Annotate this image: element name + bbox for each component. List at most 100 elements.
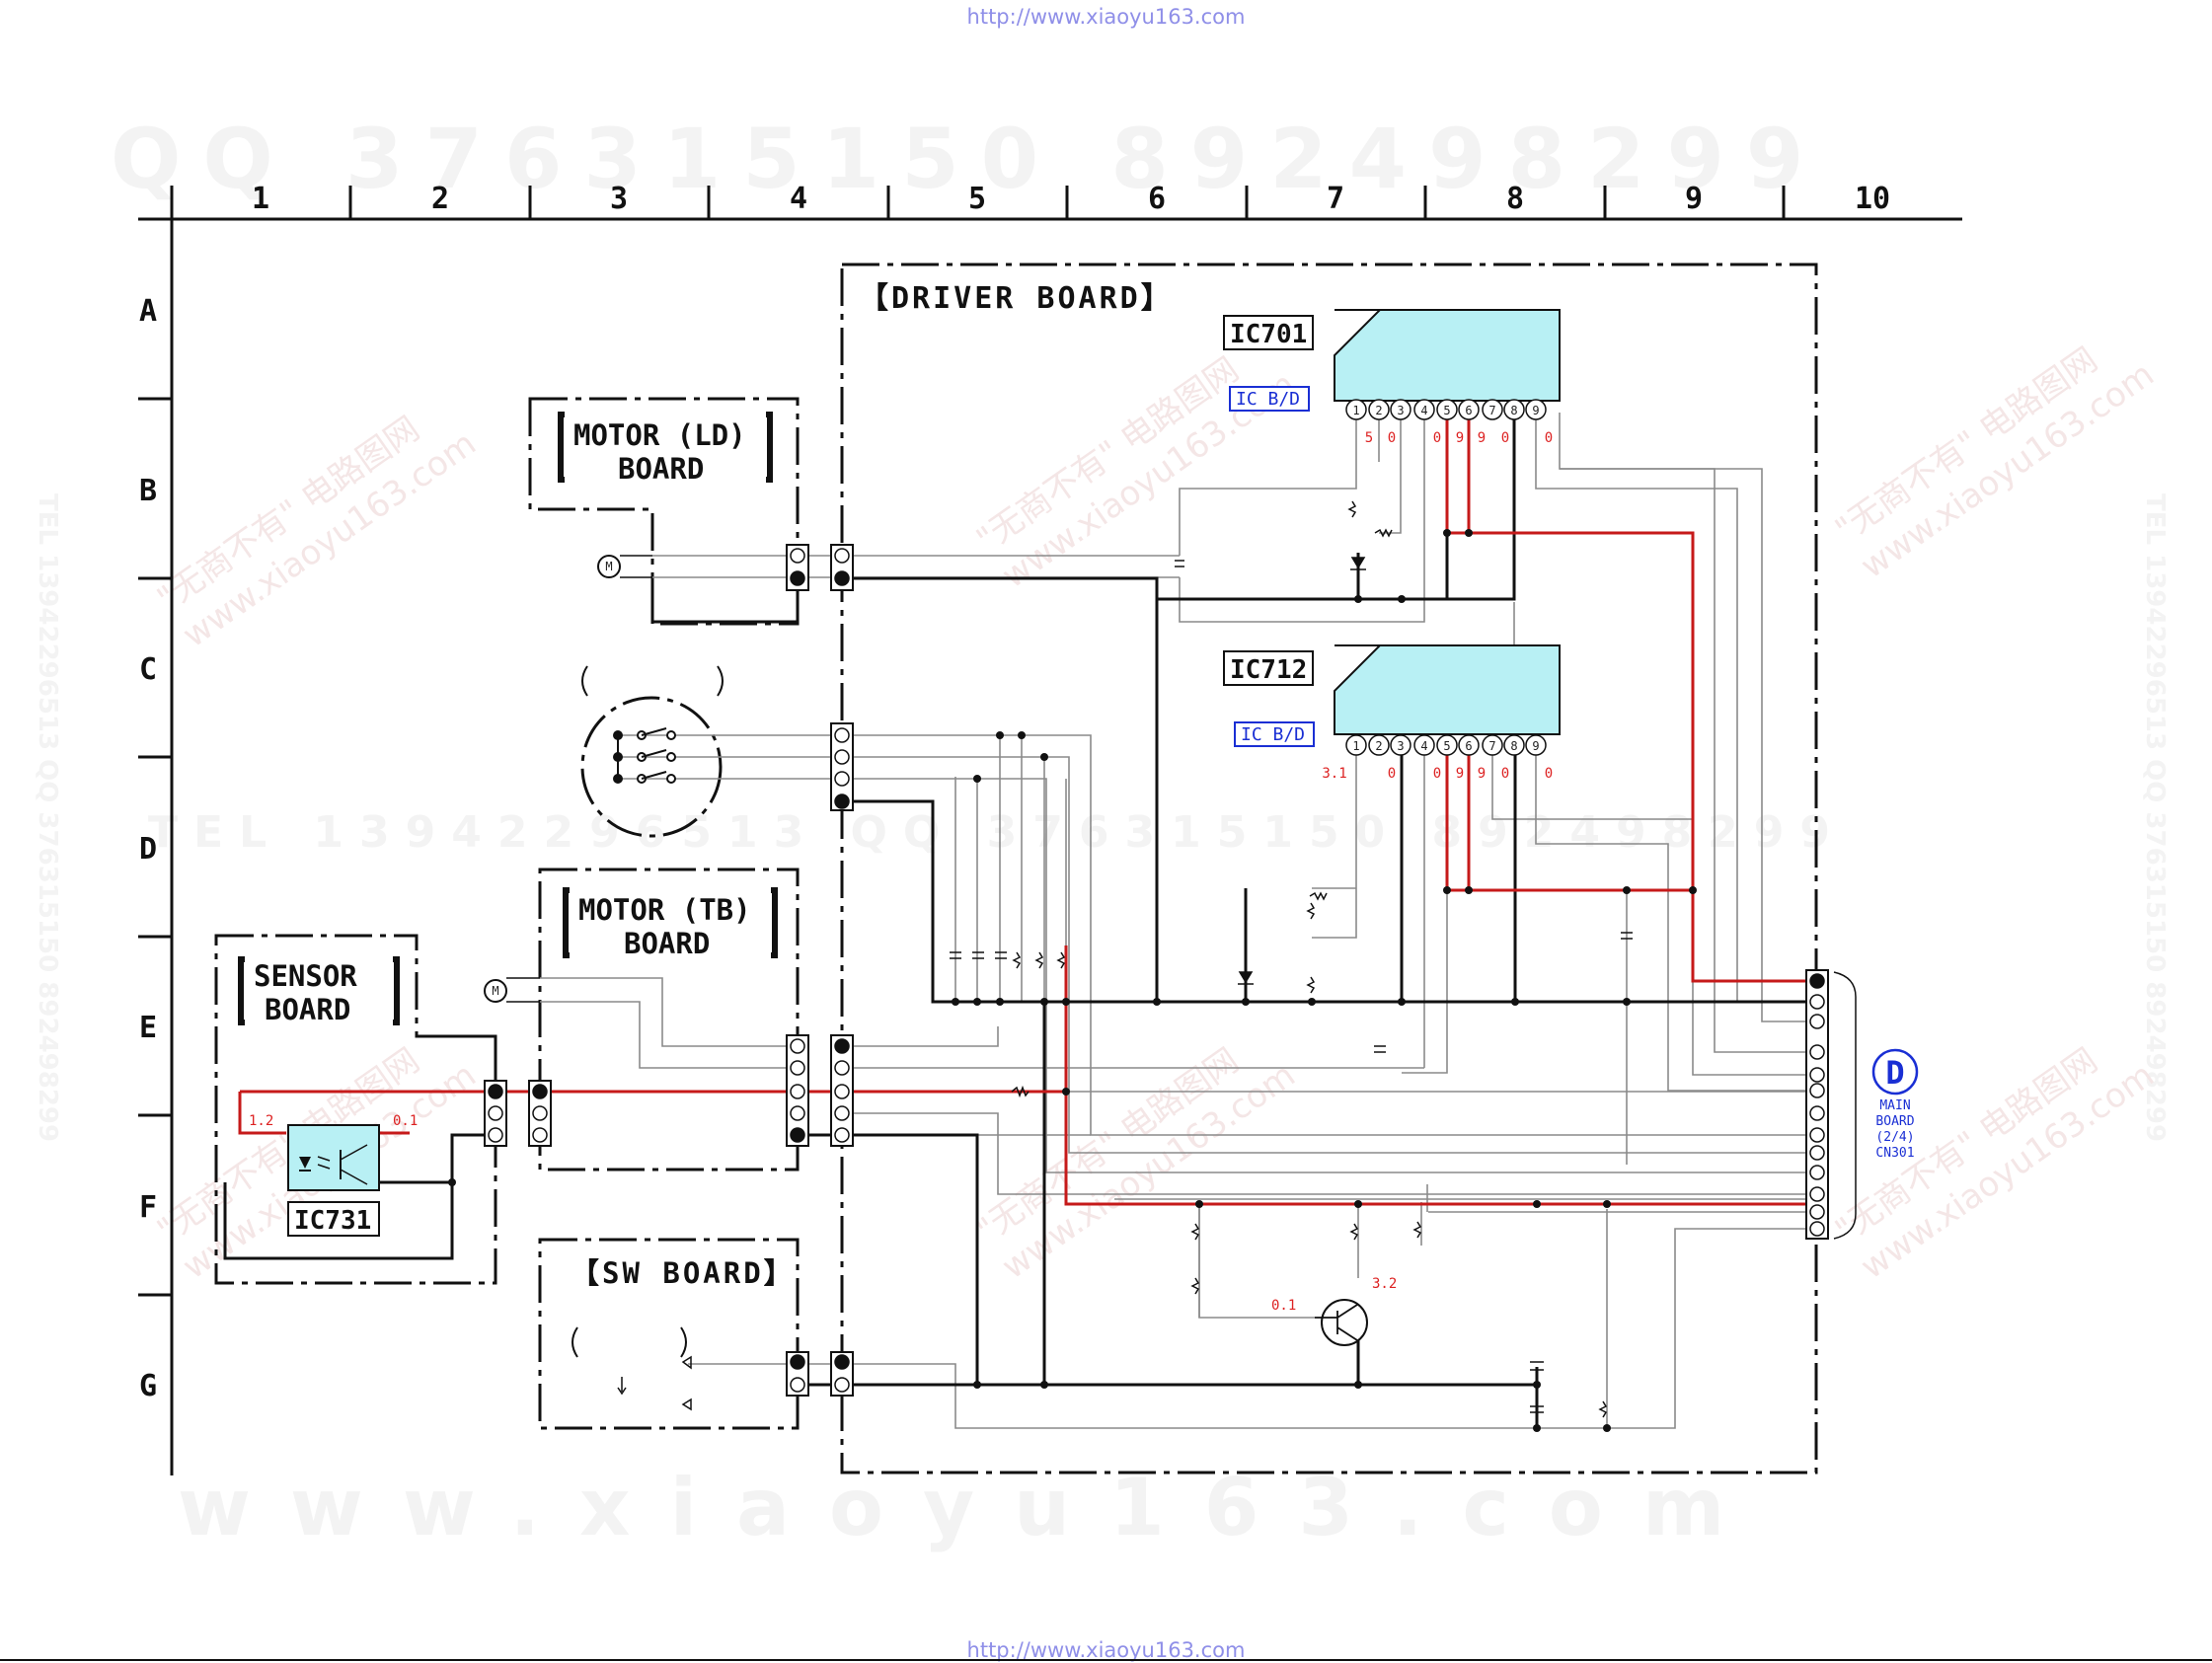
main-board-badge	[1871, 1048, 1919, 1096]
ic731-label: IC731	[294, 1206, 371, 1236]
ic701-pin-2: 2	[1375, 404, 1382, 417]
ic712-v-6: 9	[1478, 766, 1486, 782]
ic731-label-box	[287, 1201, 380, 1237]
col-label-2: 2	[431, 182, 449, 216]
ic701-pin-8: 8	[1510, 404, 1517, 417]
ic712-body	[1334, 644, 1561, 735]
switch-contacts	[613, 727, 676, 784]
motor-ld-board-outline	[528, 397, 800, 626]
motor-tb-symbol: M	[484, 977, 540, 1003]
ic701-pin-9: 9	[1532, 404, 1539, 417]
grid-column-labels: 1 2 3 4 5 6 7 8 9 10	[252, 182, 1890, 216]
grid-row-labels: A B C D E F G	[139, 294, 157, 1403]
motor-ld-m: M	[605, 560, 612, 573]
ic701-v-7: 0	[1501, 430, 1509, 446]
main-board-line4: CN301	[1875, 1146, 1914, 1161]
row-label-c: C	[139, 652, 157, 687]
ic712-v-7: 0	[1501, 766, 1509, 782]
row-label-d: D	[139, 832, 157, 867]
sw-board-outline	[538, 1238, 800, 1430]
ic701-pin-numbers: 1 2 3 4 5 6 7 8 9	[1352, 404, 1539, 417]
switch-block-outline	[580, 696, 723, 838]
voltage-labels: 1.2 0.1 0.1 3.2	[249, 1113, 1397, 1314]
watermark-url-top: http://www.xiaoyu163.com	[966, 5, 1246, 29]
driver-board-label: 【DRIVER BOARD】	[859, 281, 1174, 316]
ic712-v-4: 0	[1433, 766, 1441, 782]
connector-sw-group	[830, 722, 854, 811]
ic712-pin-9: 9	[1532, 739, 1539, 753]
row-label-a: A	[139, 294, 157, 329]
motor-tb-board-outline	[538, 868, 800, 1172]
ic701-v-1: 5	[1365, 430, 1373, 446]
watermark-tel-right: TEL 13942296513 QQ 376315150 892498299	[2140, 493, 2170, 1142]
row-label-f: F	[139, 1190, 157, 1225]
col-label-8: 8	[1506, 182, 1524, 216]
transistor-q	[1315, 1299, 1368, 1346]
ic701-pin-3: 3	[1397, 404, 1404, 417]
col-label-9: 9	[1685, 182, 1703, 216]
ic712-voltages: 3.1 0 0 9 9 0 0	[1322, 766, 1553, 782]
watermark-site: www.xiaoyu163.com	[178, 1462, 1764, 1553]
ic712-pin-5: 5	[1443, 739, 1450, 753]
watermark-url-bottom: http://www.xiaoyu163.com	[966, 1638, 1246, 1662]
ic712-bd-label: IC B/D	[1241, 724, 1305, 745]
ic701-pins	[1345, 399, 1547, 420]
sensor-out-voltage: 0.1	[393, 1113, 418, 1129]
row-label-g: G	[139, 1369, 157, 1403]
paren-marks	[572, 665, 724, 1358]
ic731: IC731	[287, 1124, 380, 1237]
motor-ld-label-line2: BOARD	[618, 452, 704, 486]
cn301-brace	[1833, 971, 1857, 1240]
ic712-pin-4: 4	[1420, 739, 1427, 753]
ic712-pin-1: 1	[1352, 739, 1359, 753]
q-base-voltage: 0.1	[1271, 1298, 1296, 1314]
ic701-v-6: 9	[1478, 430, 1486, 446]
ic712-pin-6: 6	[1465, 739, 1472, 753]
sw-board-label: 【SW BOARD】	[571, 1256, 796, 1290]
grid-frame	[138, 186, 1962, 1475]
ic701-pin-1: 1	[1352, 404, 1359, 417]
ic712-label: IC712	[1230, 655, 1307, 685]
motor-tb-label-line2: BOARD	[624, 927, 710, 960]
ic712-pins	[1345, 734, 1547, 756]
ic701-v-5: 9	[1456, 430, 1464, 446]
main-board-ref: D MAIN BOARD (2/4) CN301	[1871, 1048, 1919, 1161]
sensor-in-voltage: 1.2	[249, 1113, 273, 1129]
col-label-10: 10	[1855, 182, 1890, 216]
ic712-label-box	[1223, 650, 1314, 686]
ic712-bd-box	[1234, 721, 1315, 747]
ic712-pin-numbers: 1 2 3 4 5 6 7 8 9	[1352, 739, 1539, 753]
ic712-v-5: 9	[1456, 766, 1464, 782]
ic701-voltages: 5 0 0 9 9 0 0	[1365, 430, 1553, 446]
board-labels: 【DRIVER BOARD】 MOTOR (LD) BOARD MOTOR (T…	[254, 281, 1174, 1290]
ic712-v-9: 0	[1545, 766, 1553, 782]
watermark-layer: QQ 376315150 892498299 TEL 13942296513 Q…	[33, 111, 2170, 1553]
watermark-qq: QQ 376315150 892498299	[111, 111, 1825, 207]
watermark-mid: TEL 13942296513 QQ 376315150 892498299	[148, 807, 1846, 858]
sensor-board-label-line1: SENSOR	[254, 959, 357, 993]
driver-board-outline	[840, 263, 1818, 1474]
main-board-line1: MAIN	[1879, 1098, 1910, 1113]
col-label-1: 1	[252, 182, 269, 216]
motor-ld-label-line1: MOTOR (LD)	[573, 418, 746, 452]
motor-tb-m: M	[492, 984, 498, 998]
sensor-board-label-line2: BOARD	[265, 993, 350, 1026]
ic701-pin-4: 4	[1420, 404, 1427, 417]
col-label-4: 4	[790, 182, 807, 216]
ic701-pin-7: 7	[1488, 404, 1495, 417]
ic701-v-9: 0	[1545, 430, 1553, 446]
ic701-v-2: 0	[1388, 430, 1396, 446]
ic701-v-4: 0	[1433, 430, 1441, 446]
ic701-body	[1334, 309, 1561, 402]
ic701-pin-6: 6	[1465, 404, 1472, 417]
col-label-7: 7	[1327, 182, 1344, 216]
main-board-letter: D	[1885, 1054, 1904, 1092]
ic712-pin-7: 7	[1488, 739, 1495, 753]
col-label-5: 5	[968, 182, 986, 216]
red-traces	[238, 413, 1806, 1206]
watermark-tel-left: TEL 13942296513 QQ 376315150 892498299	[33, 493, 62, 1142]
ic701-label-box	[1223, 315, 1314, 350]
ic712-pin-2: 2	[1375, 739, 1382, 753]
ic712-v-1: 3.1	[1322, 766, 1346, 782]
